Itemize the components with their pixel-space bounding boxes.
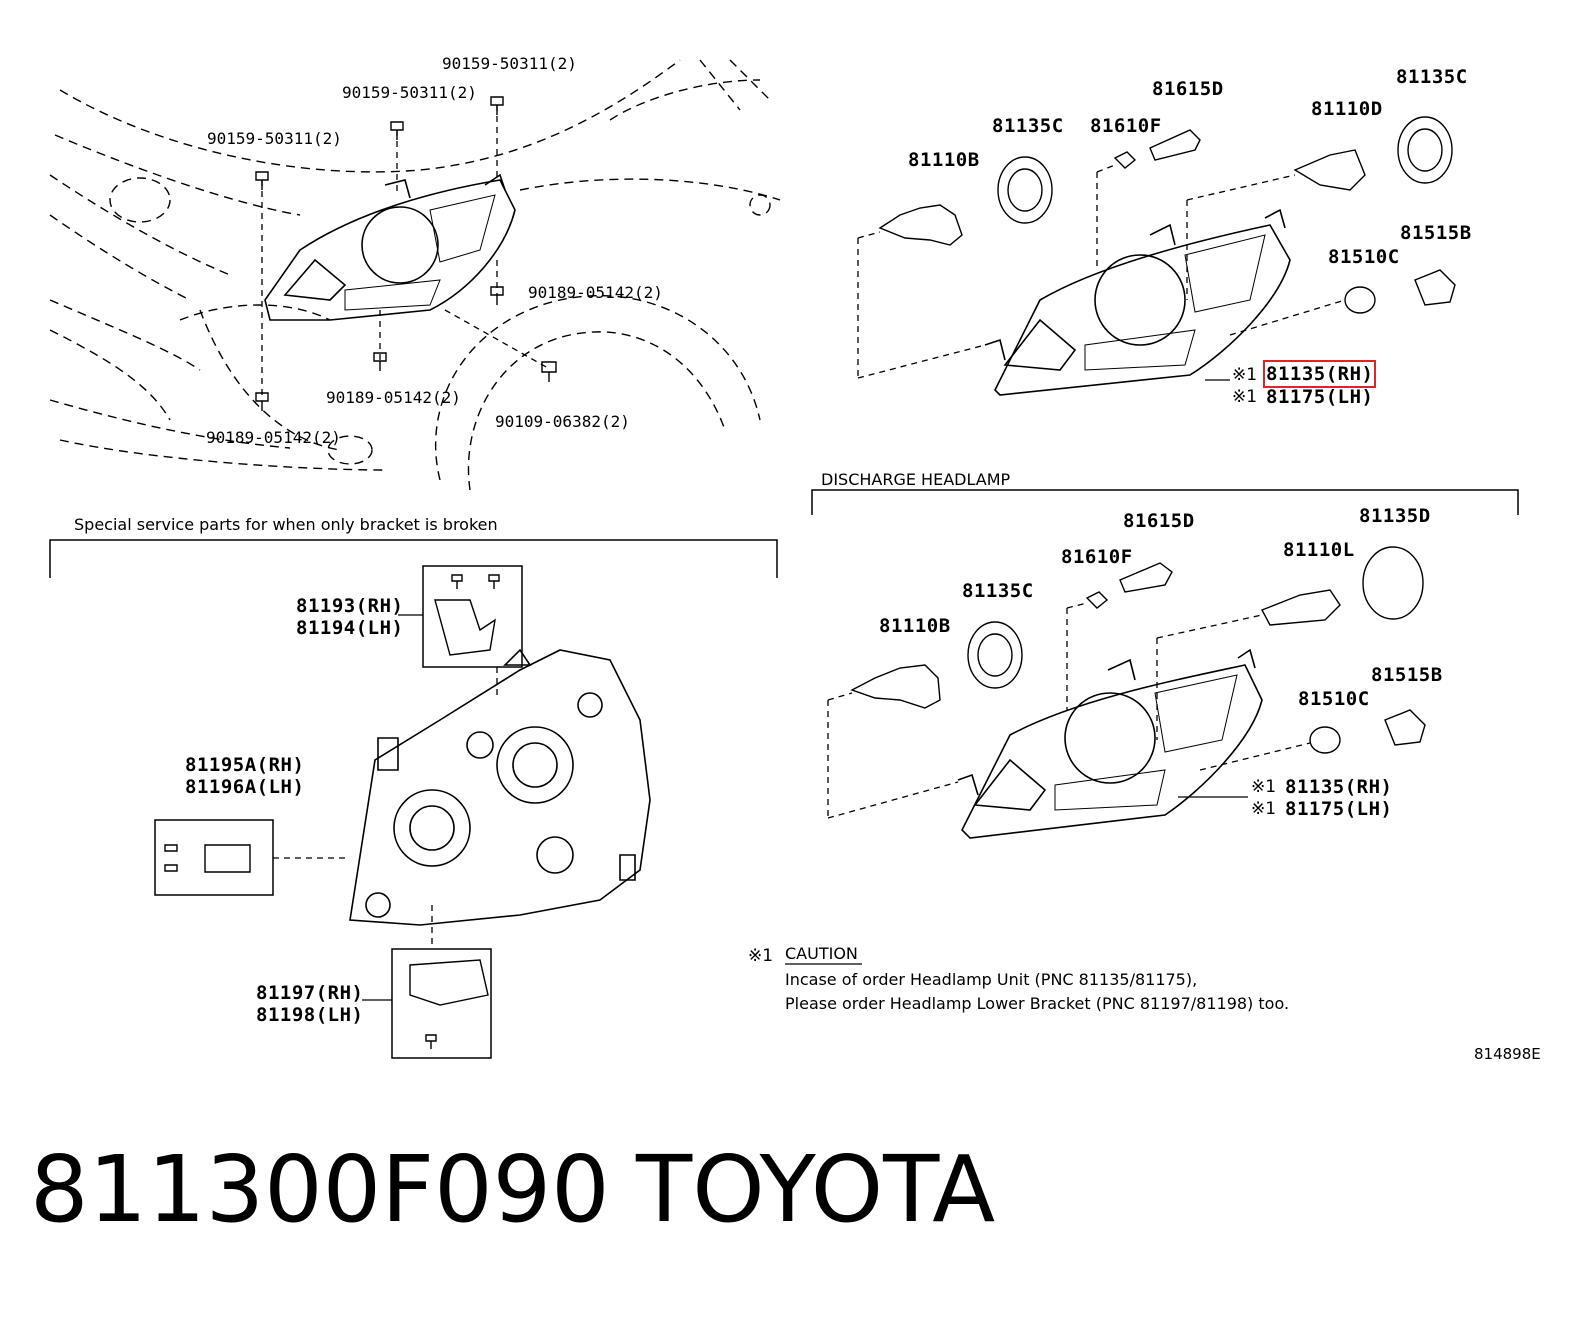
bolt-label: 90189-05142(2) bbox=[206, 428, 341, 447]
special-section-bracket bbox=[49, 539, 778, 578]
part-label: 81194(LH) bbox=[296, 617, 404, 639]
headlamp-top-left bbox=[264, 173, 516, 321]
part-label: 81615D bbox=[1152, 78, 1224, 100]
part-label: 81195A(RH) bbox=[185, 754, 305, 776]
mount-leaders-top-left bbox=[261, 105, 549, 400]
part-label: 81135D bbox=[1359, 505, 1431, 527]
special-label-leaders bbox=[362, 614, 423, 1001]
note-mark: ※1 bbox=[1251, 799, 1277, 819]
part-label: 81610F bbox=[1090, 115, 1162, 137]
part-label: 81198(LH) bbox=[256, 1004, 364, 1026]
note-mark: ※1 bbox=[1251, 777, 1277, 797]
bolt-label: 90159-50311(2) bbox=[442, 54, 577, 73]
part-label: 81515B bbox=[1371, 664, 1443, 686]
bulb-and-socket-icons-top-right bbox=[878, 116, 1456, 314]
vehicle-front-illustration bbox=[49, 59, 781, 491]
part-label: 81110D bbox=[1311, 98, 1383, 120]
caution-title: CAUTION bbox=[785, 944, 858, 963]
bolt-label: 90109-06382(2) bbox=[495, 412, 630, 431]
part-label: 81135(RH) bbox=[1285, 776, 1393, 798]
part-label: 81135C bbox=[1396, 66, 1468, 88]
figure-code: 814898E bbox=[1474, 1045, 1541, 1063]
bolt-label: 90159-50311(2) bbox=[342, 83, 477, 102]
bolt-icons-top-left bbox=[255, 96, 557, 411]
leaders-discharge bbox=[827, 602, 1311, 819]
special-section-heading: Special service parts for when only brac… bbox=[74, 515, 498, 534]
part-label: 81510C bbox=[1328, 246, 1400, 268]
lower-bracket-box bbox=[391, 948, 492, 1059]
part-label: 81175(LH) bbox=[1266, 386, 1374, 408]
side-bracket-box bbox=[154, 819, 274, 896]
leaders-top-right bbox=[857, 164, 1346, 379]
bolt-label: 90189-05142(2) bbox=[528, 283, 663, 302]
brand-name: TOYOTA bbox=[636, 1136, 996, 1243]
part-number: 811300F090 bbox=[30, 1136, 610, 1243]
headlamp-top-right bbox=[984, 208, 1291, 396]
part-label: 81196A(LH) bbox=[185, 776, 305, 798]
part-label: 81193(RH) bbox=[296, 595, 404, 617]
discharge-section-heading: DISCHARGE HEADLAMP bbox=[821, 470, 1011, 489]
discharge-section-bracket bbox=[811, 489, 1519, 515]
part-label: 81110L bbox=[1283, 539, 1355, 561]
part-label: 81175(LH) bbox=[1285, 798, 1393, 820]
special-parts-icons bbox=[164, 574, 500, 1049]
headlamp-rear-view bbox=[349, 648, 651, 926]
highlighted-part-label[interactable]: 81135(RH) bbox=[1262, 360, 1377, 388]
part-label: 81515B bbox=[1400, 222, 1472, 244]
caution-line: Please order Headlamp Lower Bracket (PNC… bbox=[785, 994, 1290, 1013]
bulb-and-socket-icons-discharge bbox=[850, 546, 1426, 754]
special-leaders bbox=[273, 667, 498, 949]
part-label: 81135C bbox=[962, 580, 1034, 602]
part-label: 81615D bbox=[1123, 510, 1195, 532]
note-mark: ※1 bbox=[1232, 365, 1258, 385]
bolt-label: 90189-05142(2) bbox=[326, 388, 461, 407]
caution-line: Incase of order Headlamp Unit (PNC 81135… bbox=[785, 970, 1198, 989]
part-label: 81135C bbox=[992, 115, 1064, 137]
upper-bracket-box bbox=[422, 565, 523, 668]
part-label: 81610F bbox=[1061, 546, 1133, 568]
caution-mark: ※1 bbox=[748, 946, 774, 966]
part-label: 81110B bbox=[879, 615, 951, 637]
part-label: 81510C bbox=[1298, 688, 1370, 710]
bolt-label: 90159-50311(2) bbox=[207, 129, 342, 148]
note-mark: ※1 bbox=[1232, 387, 1258, 407]
part-label: 81110B bbox=[908, 149, 980, 171]
headlamp-discharge bbox=[957, 648, 1263, 839]
part-label: 81197(RH) bbox=[256, 982, 364, 1004]
